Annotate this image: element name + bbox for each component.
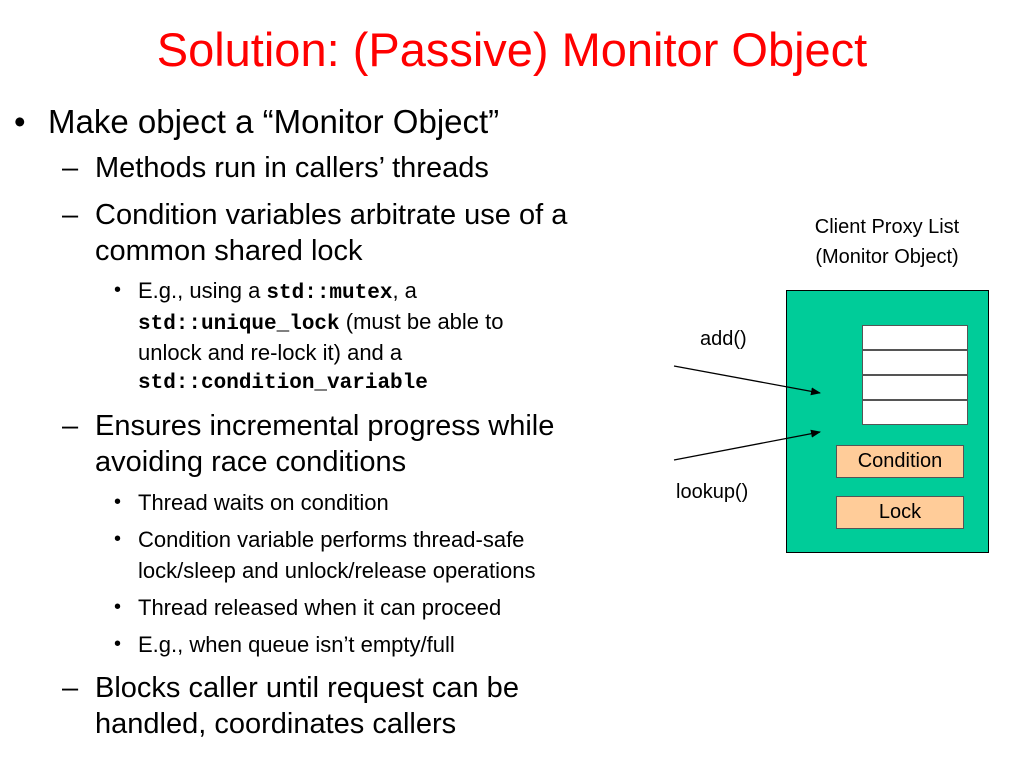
list-cell: [862, 375, 968, 400]
dash-marker: –: [62, 410, 79, 442]
sub-bullet-text: Thread released when it can proceed: [138, 595, 502, 620]
sub-bullet-marker: •: [114, 633, 122, 655]
code-std-unique-lock: std::unique_lock: [138, 313, 340, 336]
list-cell: [862, 325, 968, 350]
add-method-label: add(): [700, 328, 747, 350]
sub-bullet-text-line2: lock/sleep and unlock/release operations: [138, 558, 536, 583]
sub-bullet-marker: •: [114, 596, 122, 618]
sub-bullet-marker: •: [114, 491, 122, 513]
caption-line2: (Monitor Object): [815, 246, 959, 268]
dash-text-line2: handled, coordinates callers: [95, 708, 457, 740]
bullet-marker: •: [14, 103, 26, 140]
sub-bullet-text-line1: Condition variable performs thread-safe: [138, 527, 525, 552]
code-std-condition-variable: std::condition_variable: [138, 372, 428, 395]
lock-box: Lock: [836, 496, 964, 529]
lookup-method-label: lookup(): [676, 481, 749, 503]
dash-text: Methods run in callers’ threads: [95, 152, 489, 184]
dash-text-line1: Ensures incremental progress while: [95, 410, 555, 442]
bullet-text: Make object a “Monitor Object”: [48, 103, 500, 140]
sub-bullet-text: E.g., when queue isn’t empty/full: [138, 632, 455, 657]
dash-text-line2: avoiding race conditions: [95, 446, 407, 478]
code-std-mutex: std::mutex: [266, 282, 393, 305]
text-must-be-able: (must be able to: [339, 309, 504, 334]
dash-marker: –: [62, 152, 79, 184]
sub-bullet-marker: •: [114, 528, 122, 550]
condition-box: Condition: [836, 445, 964, 478]
sub-bullet-line1: E.g., using a std::mutex, a: [138, 275, 417, 309]
text-comma-a: , a: [392, 278, 417, 303]
dash-text-line1: Condition variables arbitrate use of a: [95, 199, 568, 231]
sub-bullet-line2: std::unique_lock (must be able to: [138, 306, 504, 340]
dash-marker: –: [62, 199, 79, 231]
list-cell: [862, 400, 968, 425]
diagram-caption: Client Proxy List (Monitor Object): [770, 212, 1004, 272]
caption-line1: Client Proxy List: [814, 216, 960, 238]
sub-bullet-line3: unlock and re-lock it) and a: [138, 340, 403, 365]
sub-bullet-text: Thread waits on condition: [138, 490, 389, 515]
sub-bullet-marker: •: [114, 279, 122, 301]
list-cell: [862, 350, 968, 375]
dash-marker: –: [62, 672, 79, 704]
dash-text-line1: Blocks caller until request can be: [95, 672, 519, 704]
text-eg-using: E.g., using a: [138, 278, 267, 303]
slide-title: Solution: (Passive) Monitor Object: [156, 23, 868, 76]
dash-text-line2: common shared lock: [95, 235, 363, 267]
